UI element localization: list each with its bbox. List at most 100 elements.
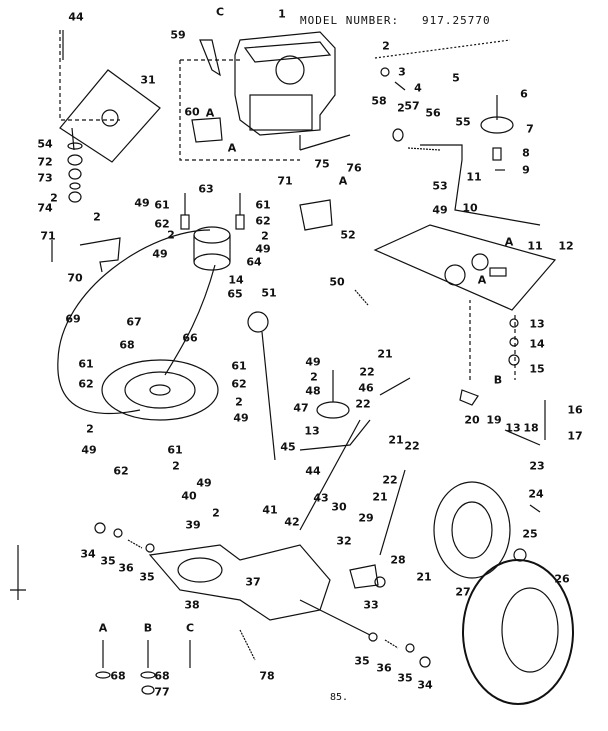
- callout-13a: 13: [529, 317, 545, 331]
- callout-13b: 13: [304, 424, 320, 438]
- callout-62d: 62: [231, 377, 247, 391]
- callout-49c: 49: [152, 247, 168, 261]
- callout-75: 75: [314, 157, 330, 171]
- callout-26: 26: [554, 572, 570, 586]
- callout-8: 8: [522, 146, 530, 160]
- callout-27: 27: [455, 585, 471, 599]
- callout-16: 16: [567, 403, 583, 417]
- callout-60: 60: [184, 105, 200, 119]
- callout-54: 54: [37, 137, 53, 151]
- model-number-header: MODEL NUMBER: 917.25770: [300, 14, 491, 27]
- callout-56: 56: [425, 106, 441, 120]
- callout-62e: 62: [113, 464, 129, 478]
- callout-15: 15: [529, 362, 545, 376]
- callout-2j: 2: [212, 506, 220, 520]
- callout-32: 32: [336, 534, 352, 548]
- callout-2: 2: [382, 39, 390, 53]
- callout-46: 46: [358, 381, 374, 395]
- ref-A-2: A: [227, 141, 237, 155]
- callout-49g: 49: [81, 443, 97, 457]
- callout-14b: 14: [228, 273, 244, 287]
- callout-10: 10: [462, 201, 478, 215]
- callout-5: 5: [452, 71, 460, 85]
- callout-2d: 2: [167, 228, 175, 242]
- ref-B-bolt: B: [143, 621, 153, 635]
- callout-71b: 71: [277, 174, 293, 188]
- callout-37: 37: [245, 575, 261, 589]
- callout-11a: 11: [466, 170, 482, 184]
- callout-43: 43: [313, 491, 329, 505]
- callout-31: 31: [140, 73, 156, 87]
- callout-17: 17: [567, 429, 583, 443]
- callout-55: 55: [455, 115, 471, 129]
- callout-52: 52: [340, 228, 356, 242]
- callout-28: 28: [390, 553, 406, 567]
- callout-49b: 49: [134, 196, 150, 210]
- callout-24: 24: [528, 487, 544, 501]
- callout-67: 67: [126, 315, 142, 329]
- callout-13c: 13: [505, 421, 521, 435]
- callout-59: 59: [170, 28, 186, 42]
- callout-64: 64: [246, 255, 262, 269]
- callout-68a: 68: [119, 338, 135, 352]
- callout-76: 76: [346, 161, 362, 175]
- callout-39: 39: [185, 518, 201, 532]
- callout-21b: 21: [388, 433, 404, 447]
- callout-45: 45: [280, 440, 296, 454]
- ref-B-1: B: [493, 373, 503, 387]
- callout-49e: 49: [432, 203, 448, 217]
- callout-34a: 34: [80, 547, 96, 561]
- callout-2b: 2: [93, 210, 101, 224]
- callout-25: 25: [522, 527, 538, 541]
- callout-35c: 35: [354, 654, 370, 668]
- callout-34b: 34: [417, 678, 433, 692]
- callout-70: 70: [67, 271, 83, 285]
- callout-53: 53: [432, 179, 448, 193]
- ref-A-bolt: A: [98, 621, 108, 635]
- callout-22b: 22: [355, 397, 371, 411]
- leader-box: [179, 59, 300, 161]
- callout-19: 19: [486, 413, 502, 427]
- callout-51: 51: [261, 286, 277, 300]
- callout-20: 20: [464, 413, 480, 427]
- callout-36b: 36: [376, 661, 392, 675]
- callout-22d: 22: [382, 473, 398, 487]
- callout-21d: 21: [416, 570, 432, 584]
- callout-36a: 36: [118, 561, 134, 575]
- callout-42: 42: [284, 515, 300, 529]
- callout-62a: 62: [154, 217, 170, 231]
- callout-35b: 35: [139, 570, 155, 584]
- callout-21a: 21: [377, 347, 393, 361]
- callout-62c: 62: [78, 377, 94, 391]
- callout-49d: 49: [255, 242, 271, 256]
- callout-61e: 61: [167, 443, 183, 457]
- callout-78: 78: [259, 669, 275, 683]
- callout-61a: 61: [154, 198, 170, 212]
- callout-44a: 44: [68, 10, 84, 24]
- frame-plate: [373, 224, 557, 311]
- callout-29: 29: [358, 511, 374, 525]
- callout-73: 73: [37, 171, 53, 185]
- callout-47: 47: [293, 401, 309, 415]
- callout-21c: 21: [372, 490, 388, 504]
- callout-30: 30: [331, 500, 347, 514]
- callout-40: 40: [181, 489, 197, 503]
- callout-50: 50: [329, 275, 345, 289]
- callout-18: 18: [523, 421, 539, 435]
- callout-61d: 61: [231, 359, 247, 373]
- callout-41: 41: [262, 503, 278, 517]
- callout-11b: 11: [527, 239, 543, 253]
- callout-23: 23: [529, 459, 545, 473]
- ref-A-4: A: [504, 235, 514, 249]
- callout-2c: 2: [397, 101, 405, 115]
- callout-22c: 22: [404, 439, 420, 453]
- callout-35a: 35: [100, 554, 116, 568]
- callout-2g: 2: [86, 422, 94, 436]
- ref-C-top: C: [215, 5, 225, 19]
- callout-33: 33: [363, 598, 379, 612]
- model-label: MODEL NUMBER:: [300, 14, 400, 27]
- mount-plate: [59, 69, 161, 163]
- callout-69: 69: [65, 312, 81, 326]
- callout-38: 38: [184, 598, 200, 612]
- callout-9: 9: [522, 163, 530, 177]
